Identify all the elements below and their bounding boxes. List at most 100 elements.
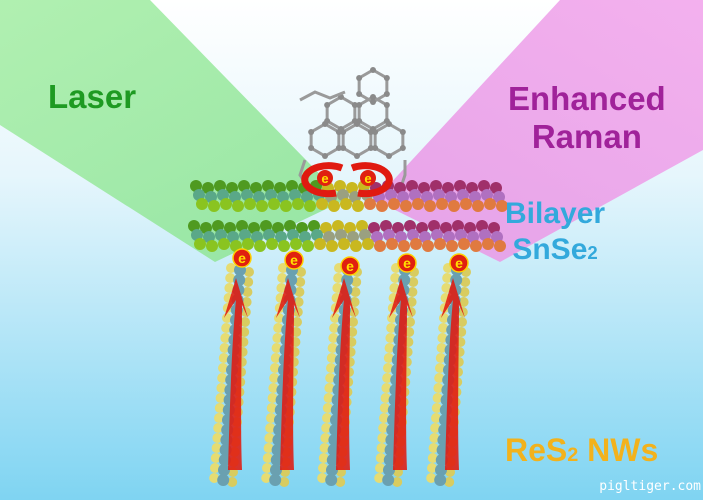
sulfur-atom xyxy=(386,323,397,333)
carbon-atom xyxy=(370,99,376,105)
watermark: pigltiger.com xyxy=(599,479,701,494)
sulfur-atom xyxy=(276,283,287,293)
sulfur-atom xyxy=(268,383,279,393)
carbon-atom xyxy=(308,145,315,151)
carbon-atom xyxy=(386,153,392,159)
sulfur-atom xyxy=(377,433,388,443)
laser-label: Laser xyxy=(48,78,137,115)
layer-atom xyxy=(470,240,482,252)
electron-flow-arrow xyxy=(389,278,413,470)
sulfur-atom xyxy=(322,413,332,423)
layer-atom xyxy=(350,240,362,252)
sulfur-atom xyxy=(326,353,337,363)
rhenium-atom xyxy=(435,454,448,466)
layer-atom xyxy=(302,240,314,252)
sulfur-atom xyxy=(459,287,470,297)
carbon-atom xyxy=(356,75,363,81)
sulfur-atom xyxy=(378,423,389,433)
layer-atom xyxy=(326,240,338,252)
sulfur-atom xyxy=(431,413,441,423)
sulfur-atom xyxy=(460,277,471,287)
layer-atom xyxy=(304,200,316,212)
sulfur-atom xyxy=(318,453,329,463)
res2-nws-label: ReS2 NWs xyxy=(505,432,658,469)
sulfur-atom xyxy=(329,323,340,333)
layer-atom xyxy=(496,200,508,212)
molecule-chain xyxy=(299,90,346,102)
electron-icon xyxy=(397,253,417,273)
sulfur-atom xyxy=(328,333,339,343)
sulfur-atom xyxy=(351,277,362,287)
layer-atom xyxy=(256,200,268,212)
carbon-atom xyxy=(399,145,406,151)
sulfur-atom xyxy=(433,383,444,393)
sulfur-atom xyxy=(262,463,272,473)
layer-atom xyxy=(232,200,244,212)
layer-atom xyxy=(424,200,436,212)
sulfur-atom xyxy=(436,343,447,353)
sulfur-atom xyxy=(218,363,228,373)
carbon-atom xyxy=(399,129,406,135)
sulfur-atom xyxy=(438,323,449,333)
layer-atom xyxy=(446,240,458,252)
layer-atom xyxy=(278,240,290,252)
carbon-atom xyxy=(356,91,363,97)
snse-subscript: 2 xyxy=(587,242,598,263)
sulfur-atom xyxy=(262,453,273,463)
sulfur-atom xyxy=(224,283,235,293)
layer-atom xyxy=(460,198,472,210)
sulfur-atom xyxy=(375,463,385,473)
sulfur-atom xyxy=(293,297,304,307)
sulfur-atom xyxy=(220,333,231,343)
sulfur-atom xyxy=(225,273,236,283)
carbon-atom xyxy=(372,145,379,151)
sulfur-atom xyxy=(279,477,290,487)
layer-atom xyxy=(244,198,256,210)
carbon-atom xyxy=(383,102,390,108)
layer-atom xyxy=(352,200,364,212)
sulfur-atom xyxy=(321,423,332,433)
layer-atom xyxy=(206,240,218,252)
layer-atom xyxy=(220,198,232,210)
electron-flow-arrow xyxy=(332,278,356,470)
layer-atom xyxy=(386,238,398,250)
res-subscript: 2 xyxy=(567,444,579,466)
carbon-atom xyxy=(338,126,344,132)
carbon-atom xyxy=(335,145,342,151)
layer-atom xyxy=(400,200,412,212)
sulfur-atom xyxy=(213,423,224,433)
carbon-atom xyxy=(367,145,374,151)
electron-label: e xyxy=(321,171,328,186)
electron-label: e xyxy=(455,255,463,271)
sulfur-atom xyxy=(324,383,335,393)
carbon-atom xyxy=(351,118,358,124)
sulfur-atom xyxy=(318,463,328,473)
res-text: ReS xyxy=(505,432,568,468)
sulfur-atom xyxy=(426,473,437,483)
carbon-atom xyxy=(383,118,390,124)
electron-label: e xyxy=(346,258,354,274)
carbon-atom xyxy=(324,102,331,108)
sulfur-atom xyxy=(325,373,336,383)
layer-atom xyxy=(314,238,326,250)
snse-text: SnSe xyxy=(512,233,588,266)
snse2-text: SnSe2 xyxy=(505,232,605,271)
sulfur-atom xyxy=(441,283,452,293)
electron-icon xyxy=(360,170,376,186)
enhanced-raman-label: Enhanced Raman xyxy=(508,80,666,156)
sulfur-atom xyxy=(381,383,392,393)
layer-atom xyxy=(340,198,352,210)
sulfur-atom xyxy=(319,443,330,453)
sulfur-atom xyxy=(270,363,280,373)
sulfur-atom xyxy=(379,403,390,413)
layer-atom xyxy=(328,200,340,212)
sulfur-atom xyxy=(211,443,222,453)
layer-atom xyxy=(374,240,386,252)
sulfur-atom xyxy=(322,403,333,413)
sulfur-atom xyxy=(389,283,400,293)
layer-atom xyxy=(494,240,506,252)
carbon-atom xyxy=(322,153,328,159)
sulfur-atom xyxy=(295,277,306,287)
sulfur-atom xyxy=(428,443,439,453)
sulfur-atom xyxy=(212,433,223,443)
